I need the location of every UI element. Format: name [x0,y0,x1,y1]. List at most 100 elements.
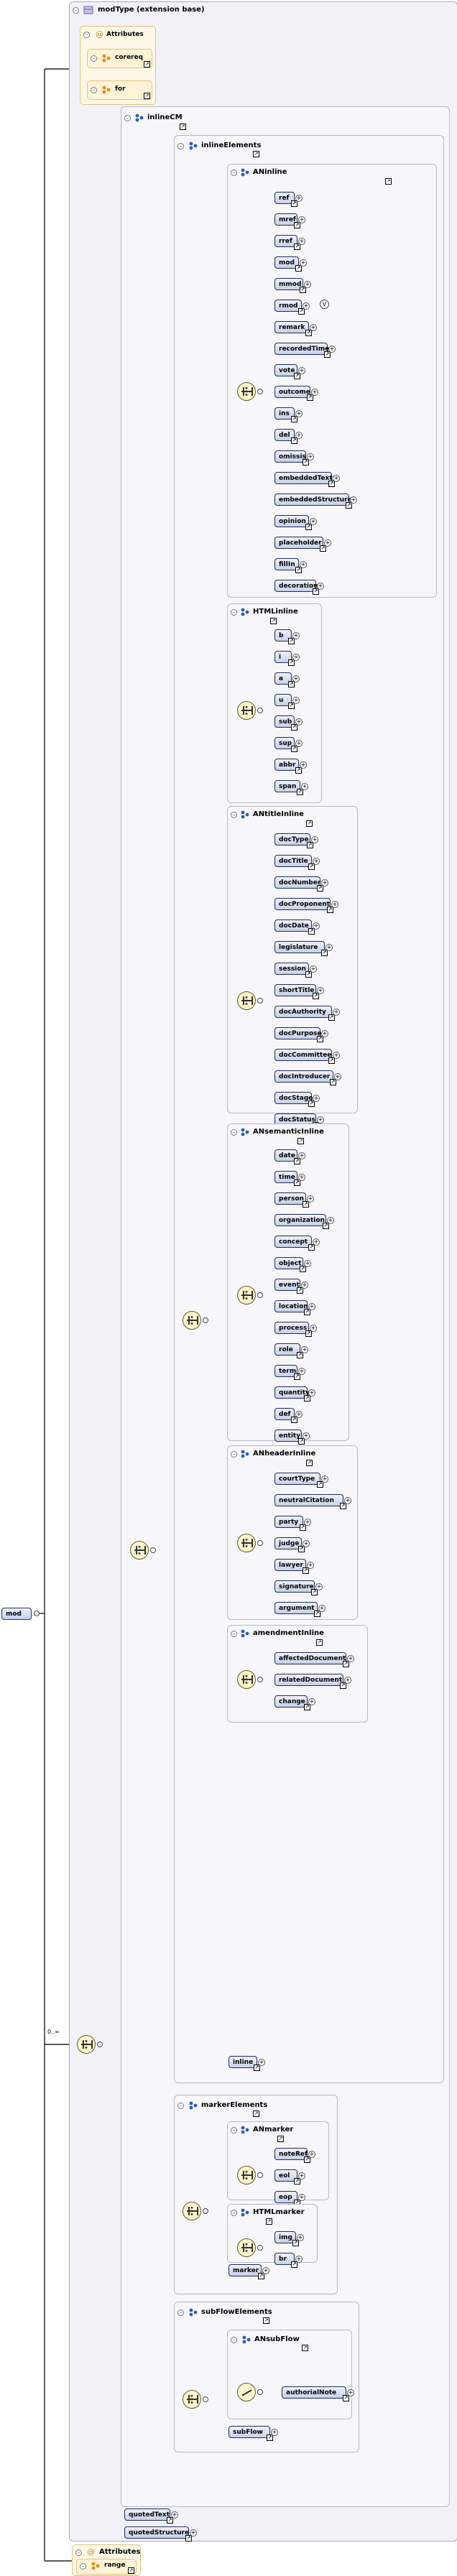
expand-icon[interactable]: + [311,836,318,843]
element-docNumber[interactable]: docNumber↗+ [274,876,328,891]
element-courtType[interactable]: courtType↗+ [274,1473,328,1488]
element-docAuthority[interactable]: docAuthority↗+ [274,1006,340,1021]
expand-icon[interactable]: + [295,1411,303,1418]
element-entity[interactable]: entity↗+ [274,1430,310,1445]
element-mref[interactable]: mref↗+ [274,213,305,228]
expand-icon[interactable]: + [304,281,311,288]
expand-icon[interactable]: + [318,1605,326,1612]
expand-icon[interactable]: + [317,987,324,994]
element-embeddedText[interactable]: embeddedText↗+ [274,472,340,487]
an_semantic_inline-compositor[interactable] [237,1286,256,1305]
html_marker-compositor[interactable] [237,2238,256,2257]
expand-icon[interactable]: + [321,1475,328,1483]
expand-icon[interactable]: + [310,324,317,331]
marker-elements-choice[interactable] [183,2202,201,2220]
an_marker-compositor[interactable] [237,2166,256,2184]
element-date[interactable]: date↗+ [274,1149,305,1164]
collapse-toggle[interactable]: – [91,55,97,62]
element-signature[interactable]: signature↗+ [274,1580,323,1595]
expand-icon[interactable]: + [308,1303,315,1310]
collapse-toggle[interactable]: – [80,2563,86,2570]
expand-icon[interactable]: + [304,1519,311,1526]
expand-icon[interactable]: + [333,1009,340,1016]
expand-icon[interactable]: + [333,1052,340,1059]
expand-icon[interactable]: + [292,654,300,661]
expand-icon[interactable]: + [326,944,333,951]
element-change[interactable]: change↗+ [274,1695,315,1710]
expand-icon[interactable]: + [295,410,303,417]
expand-icon[interactable]: + [298,2172,305,2179]
collapse-toggle[interactable]: – [177,2309,184,2316]
expand-icon[interactable]: + [310,1325,317,1332]
expand-icon[interactable]: + [303,302,310,310]
element-u[interactable]: u↗+ [274,694,300,709]
collapse-toggle[interactable]: – [231,2210,237,2216]
element-time[interactable]: time↗+ [274,1171,305,1186]
element-noteRef[interactable]: noteRef↗+ [274,2148,315,2163]
collapse-toggle[interactable]: – [231,1631,237,1637]
element-process[interactable]: process↗+ [274,1322,317,1337]
expand-icon[interactable]: + [308,2151,315,2158]
element-affectedDocument[interactable]: affectedDocument↗+ [274,1652,354,1667]
element-docDate[interactable]: docDate↗+ [274,919,320,935]
choice-compositor[interactable] [237,2383,256,2401]
an_title_inline-compositor[interactable] [237,991,256,1010]
element-opinion[interactable]: opinion↗+ [274,515,317,530]
expand-icon[interactable]: + [307,1562,314,1569]
expand-icon[interactable]: + [313,1238,320,1246]
attribute-for[interactable] [87,80,152,100]
element-term[interactable]: term↗+ [274,1365,305,1380]
collapse-toggle[interactable]: – [177,2103,184,2109]
expand-icon[interactable]: + [303,1432,310,1440]
attribute-corereq[interactable] [87,49,152,68]
element-placeholder[interactable]: placeholder↗+ [274,537,331,552]
expand-icon[interactable]: + [301,1346,308,1353]
collapse-toggle[interactable]: – [75,2549,82,2556]
collapse-toggle[interactable]: – [231,2127,237,2133]
element-embeddedStructure[interactable]: embeddedStructure↗+ [274,494,357,509]
element-b[interactable]: b↗+ [274,629,300,644]
html_inline-compositor[interactable] [237,701,256,720]
expand-icon[interactable]: + [258,2059,265,2066]
expand-icon[interactable]: + [310,518,317,525]
element-quotedStructure[interactable]: quotedStructure↗+ [124,2526,197,2542]
expand-icon[interactable]: + [307,453,314,460]
expand-icon[interactable]: + [300,259,307,267]
expand-icon[interactable]: + [298,1368,305,1375]
expand-icon[interactable]: + [334,1073,341,1080]
expand-icon[interactable]: + [297,2234,304,2241]
expand-icon[interactable]: + [298,2194,305,2201]
element-argument[interactable]: argument↗+ [274,1602,326,1617]
collapse-toggle[interactable]: – [73,7,79,14]
expand-icon[interactable]: + [298,1174,305,1181]
expand-icon[interactable]: + [301,1282,308,1289]
element-docStage[interactable]: docStage↗+ [274,1092,320,1107]
expand-icon[interactable]: + [262,2267,269,2274]
element-abbr[interactable]: abbr↗+ [274,759,307,774]
expand-icon[interactable]: + [298,238,305,245]
expand-icon[interactable]: + [311,389,318,396]
element-docIntroducer[interactable]: docIntroducer↗+ [274,1070,341,1085]
element-ref[interactable]: ref↗+ [274,192,303,207]
element-span[interactable]: span↗+ [274,780,308,795]
element-shortTitle[interactable]: shortTitle↗+ [274,984,324,999]
element-remark[interactable]: remark↗+ [274,321,317,336]
element-docProponent[interactable]: docProponent↗+ [274,898,338,913]
expand-icon[interactable]: + [317,1116,324,1123]
element-relatedDocument[interactable]: relatedDocument↗+ [274,1674,351,1689]
element-object[interactable]: object↗+ [274,1257,311,1272]
expand-icon[interactable]: + [295,718,303,726]
subflow-elements-choice[interactable] [183,2390,201,2409]
element-judge[interactable]: judge↗+ [274,1537,310,1552]
expand-icon[interactable]: + [344,1677,351,1684]
element-legislature[interactable]: legislature↗+ [274,941,333,956]
expand-icon[interactable]: + [292,675,300,682]
expand-icon[interactable]: + [300,561,307,568]
collapse-toggle[interactable]: – [231,1129,237,1136]
element-quantity[interactable]: quantity↗+ [274,1386,315,1401]
element-inline[interactable]: inline↗+ [228,2056,265,2071]
expand-icon[interactable]: + [310,965,317,973]
collapse-toggle[interactable]: – [231,812,237,818]
element-party[interactable]: party↗+ [274,1516,311,1531]
element-location[interactable]: location↗+ [274,1300,315,1315]
